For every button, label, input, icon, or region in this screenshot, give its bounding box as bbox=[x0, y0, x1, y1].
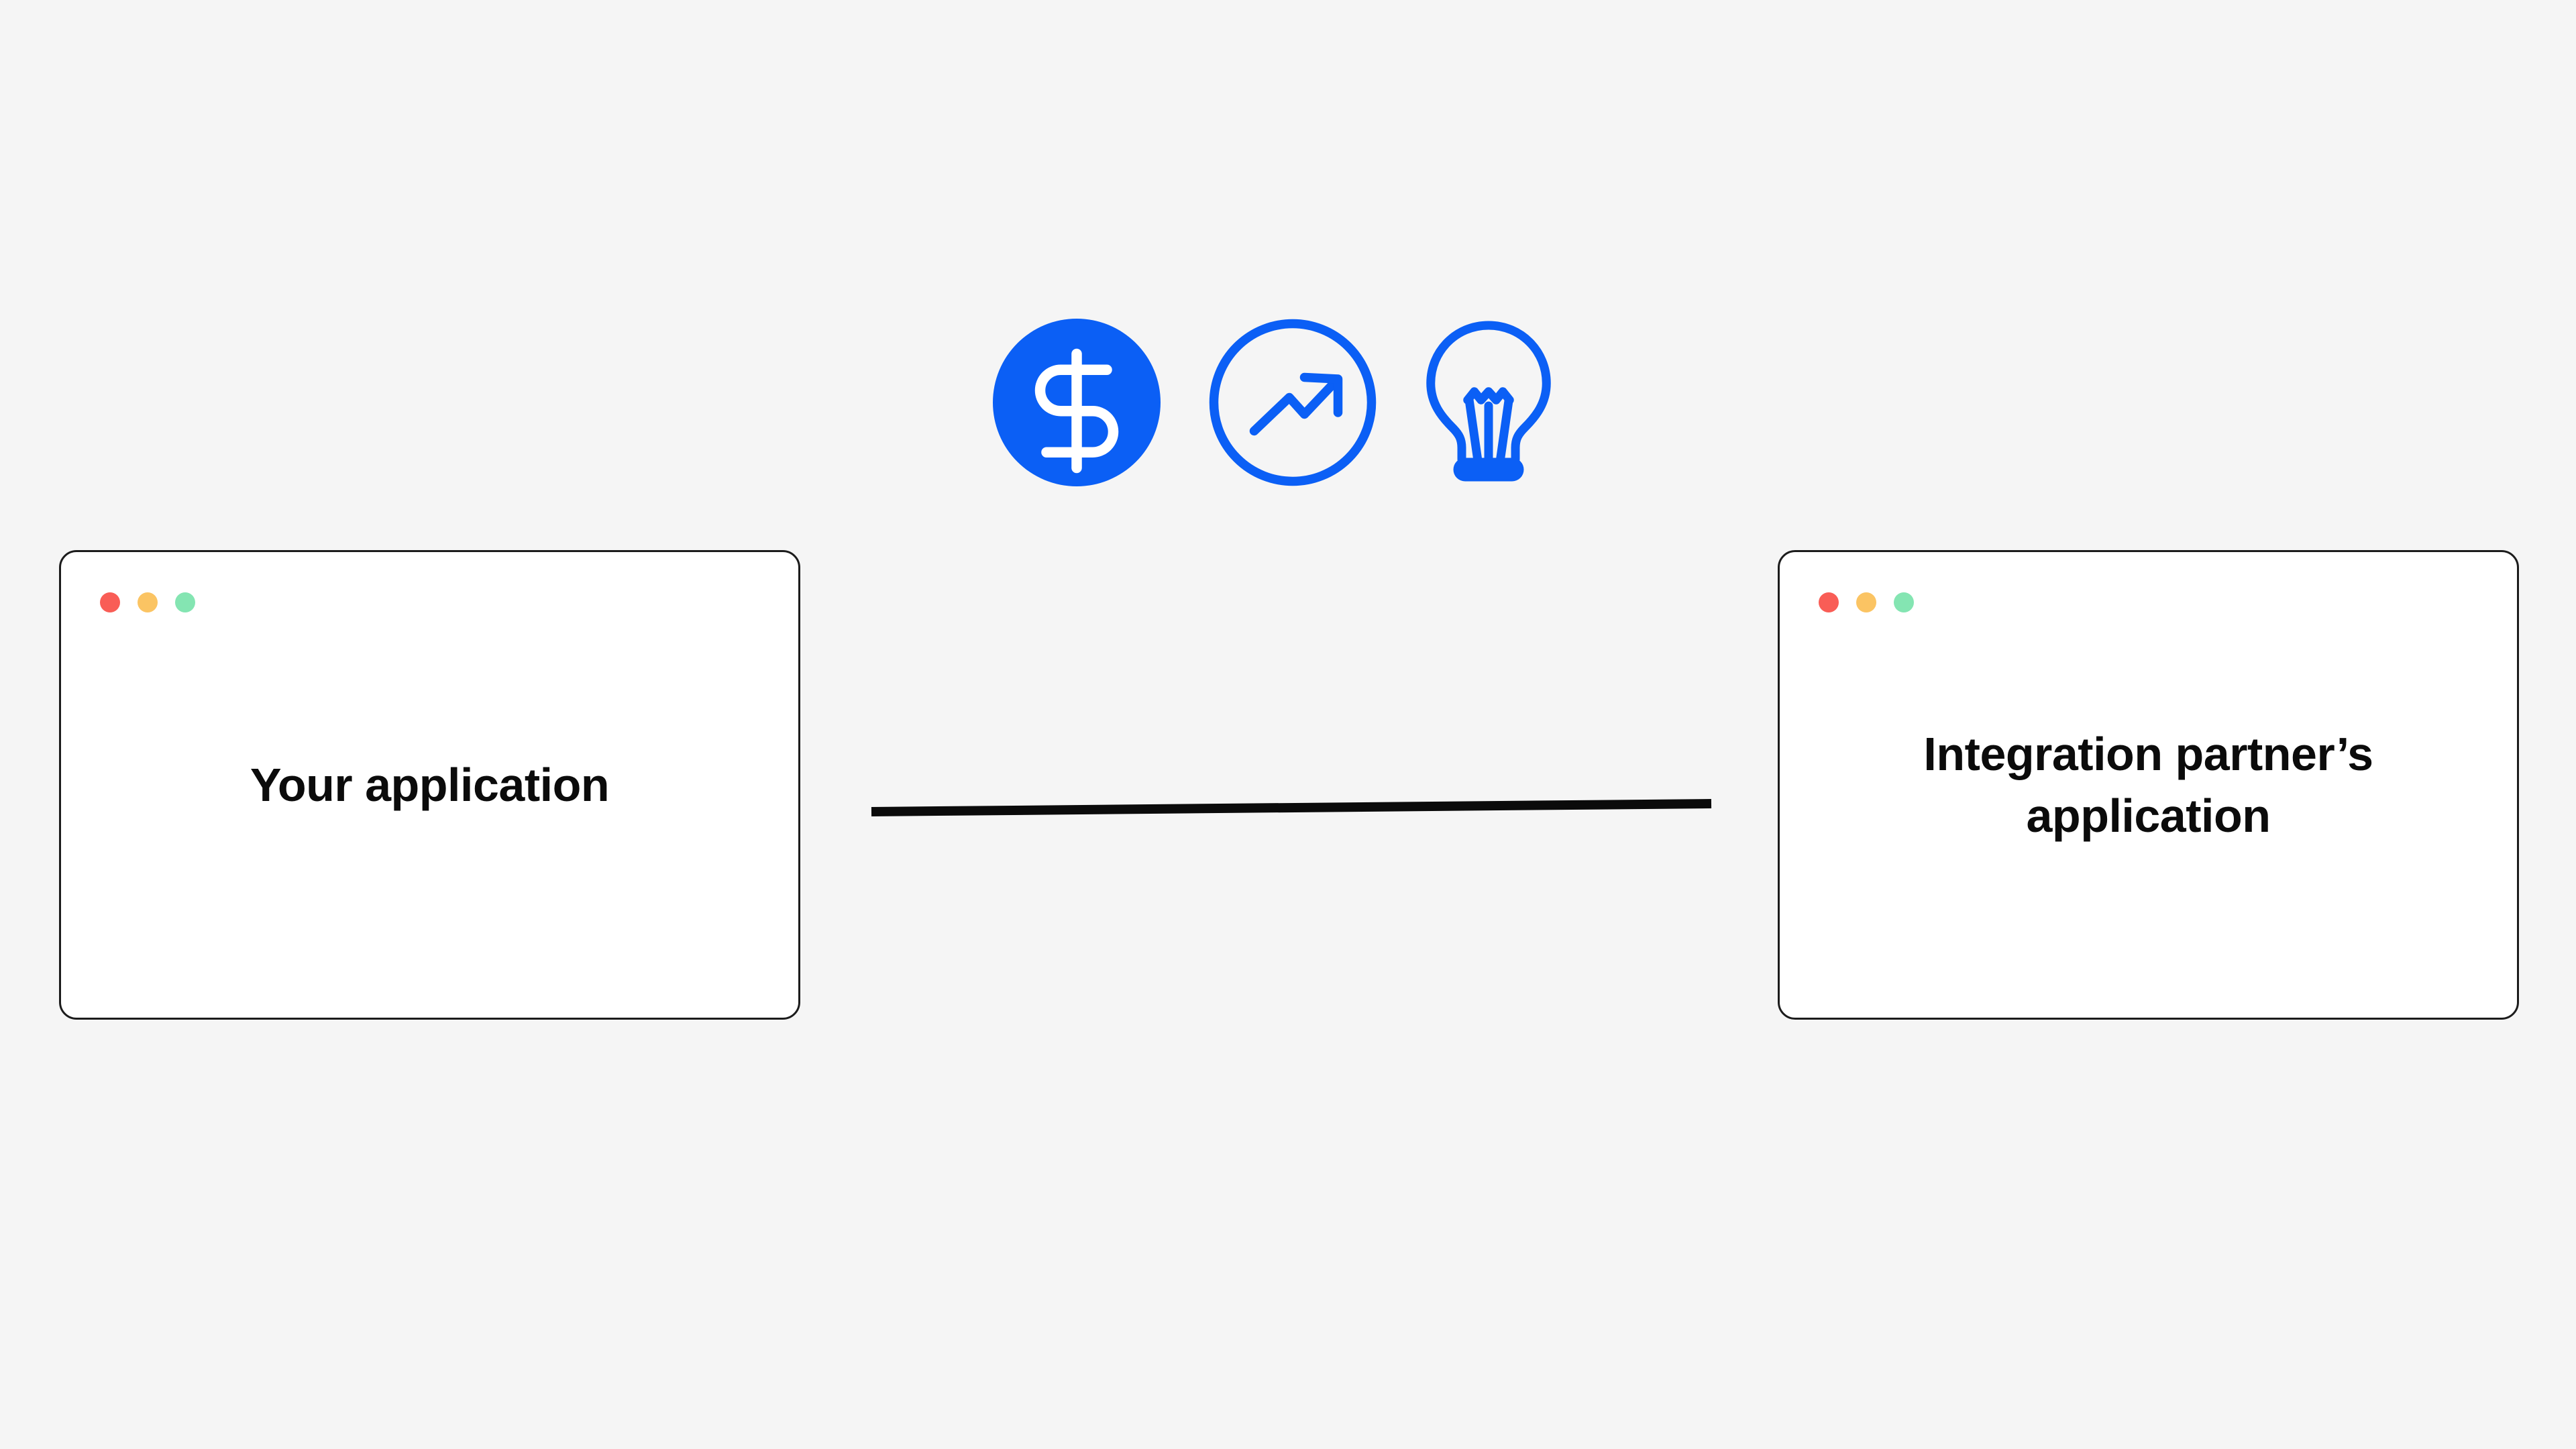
partner-application-title: Integration partner’s application bbox=[1923, 727, 2373, 842]
partner-application-window[interactable]: Integration partner’s application bbox=[1778, 550, 2519, 1020]
maximize-dot[interactable] bbox=[175, 592, 195, 612]
minimize-dot[interactable] bbox=[1856, 592, 1876, 612]
window-controls bbox=[100, 592, 195, 612]
your-application-window[interactable]: Your application bbox=[59, 550, 800, 1020]
close-dot[interactable] bbox=[1819, 592, 1839, 612]
lightbulb-icon bbox=[1425, 319, 1552, 486]
dollar-circle-icon bbox=[993, 319, 1161, 486]
trending-up-circle-icon bbox=[1209, 319, 1377, 486]
your-application-title: Your application bbox=[250, 758, 610, 811]
icon-cluster bbox=[993, 309, 1583, 496]
window-controls bbox=[1819, 592, 1914, 612]
minimize-dot[interactable] bbox=[138, 592, 158, 612]
connection-line bbox=[871, 799, 1712, 816]
window-content: Integration partner’s application bbox=[1780, 552, 2517, 1018]
close-dot[interactable] bbox=[100, 592, 120, 612]
maximize-dot[interactable] bbox=[1894, 592, 1914, 612]
window-content: Your application bbox=[61, 552, 798, 1018]
